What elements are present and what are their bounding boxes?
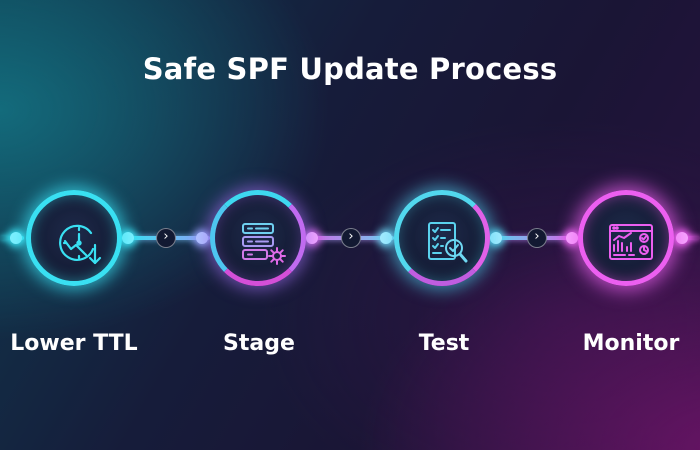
- step-node-test: [394, 190, 490, 286]
- checklist-magnifier-icon: [428, 222, 468, 263]
- chevron-right-icon: ›: [341, 228, 361, 248]
- connector-line-right-edge: [676, 236, 700, 240]
- dashboard-chart-icon: [609, 224, 653, 260]
- junction-dot: [10, 232, 22, 244]
- junction-dot: [566, 232, 578, 244]
- server-gear-icon: [242, 223, 286, 265]
- chevron-right-icon: ›: [156, 228, 176, 248]
- junction-dot: [306, 232, 318, 244]
- step-label-stage: Stage: [223, 331, 295, 356]
- chevron-right-icon: ›: [527, 228, 547, 248]
- clock-down-arrow-icon: [59, 224, 102, 265]
- step-node-stage: [210, 190, 306, 286]
- step-label-lower-ttl: Lower TTL: [10, 331, 138, 356]
- junction-dot: [676, 232, 688, 244]
- junction-dot: [490, 232, 502, 244]
- step-label-monitor: Monitor: [582, 331, 680, 356]
- junction-dot: [196, 232, 208, 244]
- page-title: Safe SPF Update Process: [142, 52, 558, 86]
- junction-dot: [380, 232, 392, 244]
- step-label-test: Test: [418, 331, 470, 356]
- step-node-monitor: [578, 190, 674, 286]
- junction-dot: [122, 232, 134, 244]
- step-node-lower-ttl: [26, 190, 122, 286]
